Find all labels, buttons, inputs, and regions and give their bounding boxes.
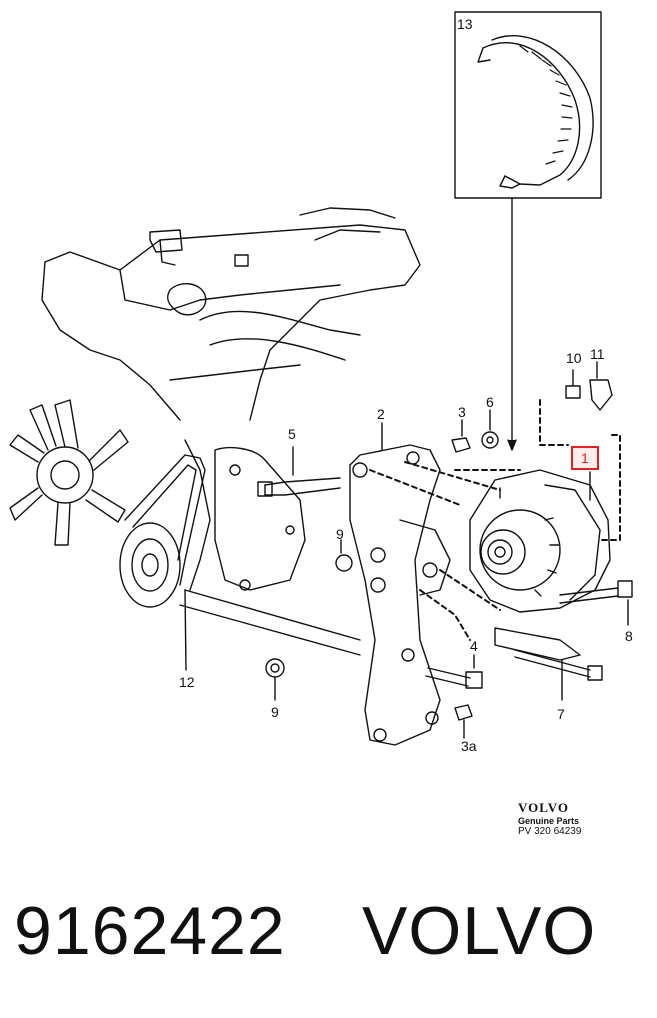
- callout-6[interactable]: 6: [486, 394, 494, 410]
- brand-block: VOLVO Genuine Parts PV 320 64239: [518, 800, 638, 837]
- bracket-13-drawing: [477, 35, 594, 189]
- nut-6-drawing: [481, 409, 499, 449]
- callout-4[interactable]: 4: [470, 638, 478, 654]
- callout-13[interactable]: 13: [457, 16, 473, 32]
- callout-10[interactable]: 10: [566, 350, 582, 366]
- callout-3a[interactable]: 3a: [461, 738, 477, 754]
- part-number: 9162422: [14, 893, 286, 969]
- callout-9-upper[interactable]: 9: [336, 526, 344, 542]
- callout-1-highlight[interactable]: [571, 446, 599, 470]
- spacer-3a-drawing: [454, 704, 473, 739]
- bolt-5-drawing: [257, 446, 341, 497]
- callout-9-lower[interactable]: 9: [271, 704, 279, 720]
- tensioner-7-drawing: [494, 627, 603, 701]
- pulley-belt-drawing: [119, 454, 206, 671]
- brand-subtitle: Genuine Parts: [518, 816, 580, 826]
- manufacturer-name: VOLVO: [362, 893, 597, 969]
- callout-3[interactable]: 3: [458, 404, 466, 420]
- exploded-parts-diagram: [9, 11, 633, 746]
- inset-frame: [454, 11, 602, 199]
- bracket-2-drawing: [349, 422, 451, 746]
- nut-10-drawing: [565, 369, 581, 399]
- callout-12[interactable]: 12: [179, 674, 195, 690]
- cooling-fan-drawing: [9, 399, 129, 546]
- engine-block-drawing: [41, 207, 421, 656]
- bolt-4-drawing: [425, 654, 483, 689]
- clip-11-drawing: [589, 361, 613, 411]
- callout-2[interactable]: 2: [377, 406, 385, 422]
- drawing-code: PV 320 64239: [518, 826, 582, 837]
- bushing-3-drawing: [451, 419, 471, 453]
- callout-5[interactable]: 5: [288, 426, 296, 442]
- nut-9-right-drawing: [335, 539, 353, 572]
- bolt-8-drawing: [559, 580, 633, 626]
- nut-9-left-drawing: [265, 658, 285, 701]
- callout-8[interactable]: 8: [625, 628, 633, 644]
- callout-7[interactable]: 7: [557, 706, 565, 722]
- callout-11[interactable]: 11: [590, 346, 605, 362]
- volvo-logo: VOLVO: [518, 800, 569, 815]
- assembly-dash-lines: [369, 399, 621, 641]
- alternator-1-drawing: [469, 469, 611, 613]
- callout-1[interactable]: 1: [581, 450, 589, 466]
